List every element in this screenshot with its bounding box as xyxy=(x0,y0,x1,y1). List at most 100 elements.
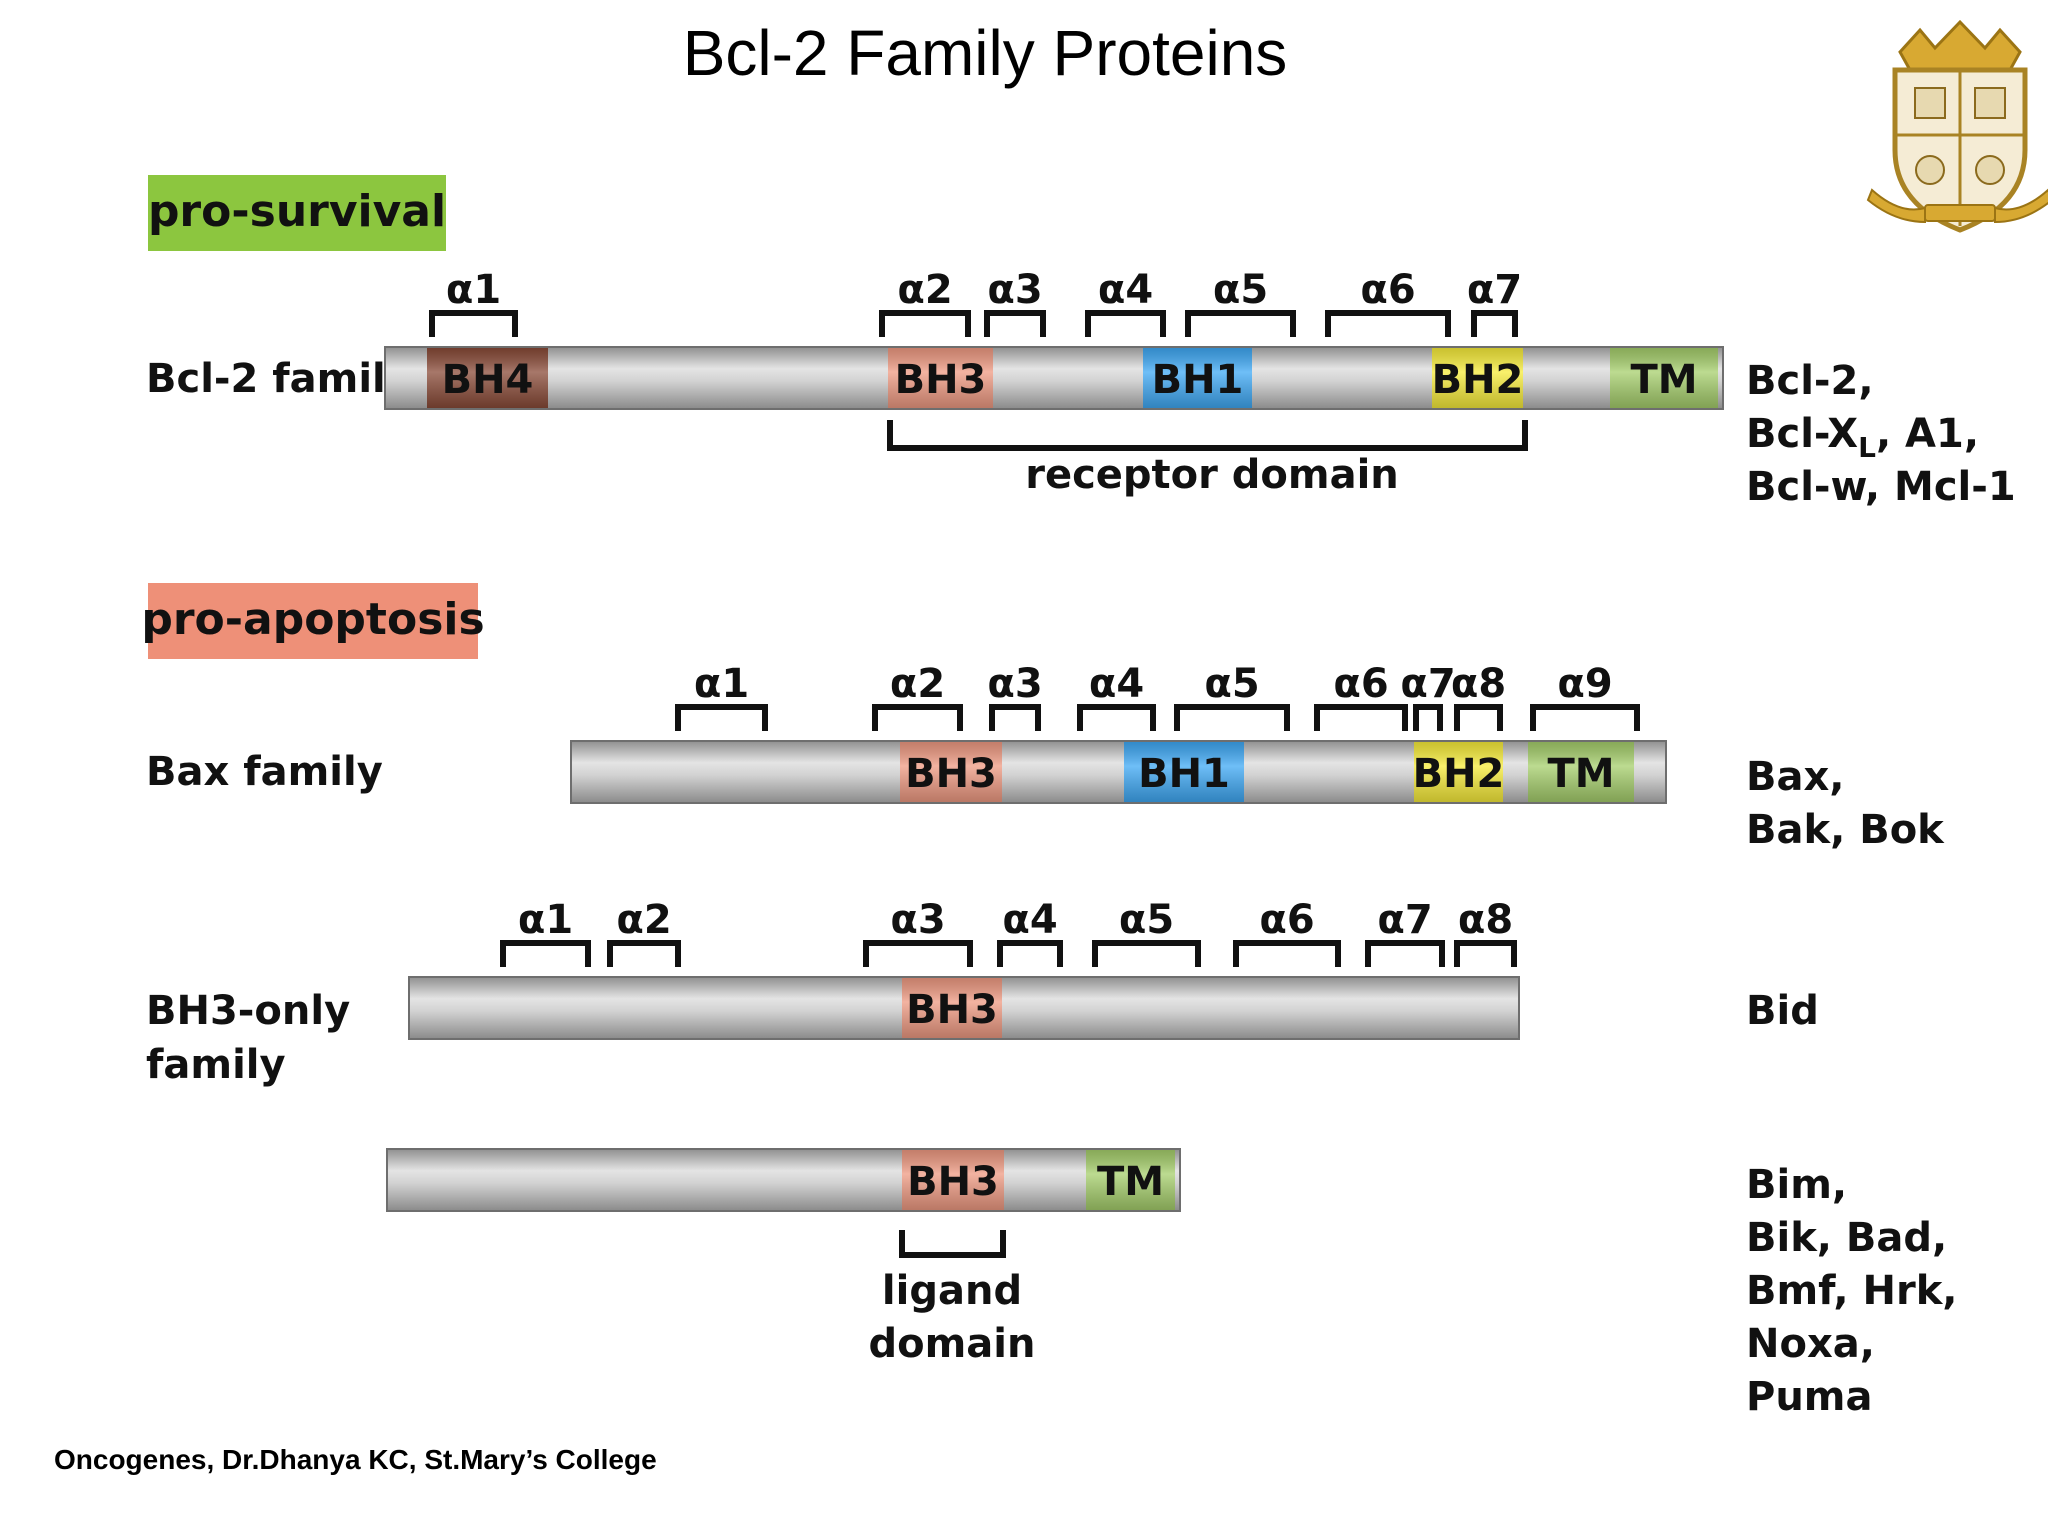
protein-bar-bh3-only-family: BH3 α1 α2 α3 α4 α5 α6 α7 α8 xyxy=(408,897,1520,1040)
domain-shading xyxy=(902,978,1002,1038)
protein-bar-body xyxy=(386,1148,1181,1212)
helix-label: α2 xyxy=(897,267,952,313)
helix-label: α7 xyxy=(1400,661,1455,707)
helix-label: α8 xyxy=(1458,897,1513,943)
domain-shading xyxy=(1143,348,1252,408)
helix-bracket xyxy=(1233,940,1341,967)
receptor-domain-bracket: receptor domain xyxy=(887,420,1528,498)
domain-shading xyxy=(1610,348,1718,408)
helix-label: α4 xyxy=(1002,897,1057,943)
domain-shading xyxy=(1086,1150,1175,1210)
helix-bracket xyxy=(1454,940,1517,967)
domain-label-tm: TM xyxy=(1630,357,1697,403)
section-tag-pro-apoptosis: pro-apoptosis xyxy=(141,583,485,659)
members-bax-line2: Bak, Bok xyxy=(1746,807,1945,853)
helix-label: α5 xyxy=(1119,897,1174,943)
helix-bracket xyxy=(989,704,1041,731)
members-bcl2-line2: Bcl-XL, A1, xyxy=(1746,411,1979,464)
helix-bracket xyxy=(984,310,1046,337)
helix-label: α6 xyxy=(1360,267,1415,313)
helix-bracket xyxy=(675,704,768,731)
domain-shading xyxy=(1432,348,1523,408)
helix-label: α5 xyxy=(1213,267,1268,313)
helix-bracket xyxy=(872,704,963,731)
domain-shading xyxy=(1414,742,1503,802)
helix-bracket xyxy=(1365,940,1445,967)
members-bid: Bid xyxy=(1746,988,1819,1034)
helix-label: α6 xyxy=(1333,661,1388,707)
ligand-domain-bracket: ligand domain xyxy=(869,1230,1036,1367)
domain-label-bh1: BH1 xyxy=(1138,751,1230,797)
helix-bracket xyxy=(1314,704,1408,731)
section-tag-label: pro-apoptosis xyxy=(141,594,484,645)
domain-label-bh1: BH1 xyxy=(1152,357,1244,403)
helix-bracket xyxy=(1174,704,1290,731)
helix-label: α8 xyxy=(1451,661,1506,707)
domain-shading xyxy=(1528,742,1634,802)
helix-label: α3 xyxy=(890,897,945,943)
helix-bracket xyxy=(997,940,1063,967)
helix-bracket xyxy=(1413,704,1443,731)
members-bax-line1: Bax, xyxy=(1746,754,1844,800)
slide-title: Bcl-2 Family Proteins xyxy=(682,17,1288,89)
domain-shading xyxy=(427,348,548,408)
members-bcl2-line3: Bcl-w, Mcl-1 xyxy=(1746,464,2016,510)
domain-label-tm: TM xyxy=(1097,1159,1164,1205)
members-bim-line1: Bim, xyxy=(1746,1162,1847,1208)
helix-bracket xyxy=(1185,310,1296,337)
helix-label: α6 xyxy=(1259,897,1314,943)
helix-label: α4 xyxy=(1098,267,1153,313)
domain-label-bh4: BH4 xyxy=(442,357,534,403)
members-bim-line3: Bmf, Hrk, xyxy=(1746,1268,1958,1314)
family-label-bh3-only-line2: family xyxy=(146,1042,286,1088)
members-bim-line5: Puma xyxy=(1746,1374,1872,1420)
helix-label: α7 xyxy=(1467,267,1522,313)
helix-bracket xyxy=(1454,704,1503,731)
helix-bracket xyxy=(607,940,681,967)
family-label-bh3-only: BH3-only xyxy=(146,988,350,1034)
domain-shading xyxy=(902,1150,1004,1210)
helix-label: α3 xyxy=(987,267,1042,313)
domain-label-bh2: BH2 xyxy=(1432,357,1524,403)
domain-label-tm: TM xyxy=(1547,751,1614,797)
ligand-domain-label-line2: domain xyxy=(869,1321,1036,1367)
ligand-domain-label-line1: ligand xyxy=(882,1268,1022,1314)
domain-label-bh3: BH3 xyxy=(895,357,987,403)
helix-label: α3 xyxy=(987,661,1042,707)
footer-credit: Oncogenes, Dr.Dhanya KC, St.Mary’s Colle… xyxy=(54,1444,657,1475)
helix-bracket xyxy=(1325,310,1451,337)
helix-label: α2 xyxy=(890,661,945,707)
helix-bracket xyxy=(879,310,971,337)
helix-bracket xyxy=(1530,704,1640,731)
helix-label: α4 xyxy=(1089,661,1144,707)
helix-label: α5 xyxy=(1204,661,1259,707)
helix-bracket xyxy=(1471,310,1518,337)
members-bcl2-line1: Bcl-2, xyxy=(1746,358,1874,404)
members-bim-line4: Noxa, xyxy=(1746,1321,1875,1367)
helix-label: α2 xyxy=(616,897,671,943)
section-tag-pro-survival: pro-survival xyxy=(148,175,446,251)
helix-bracket xyxy=(500,940,591,967)
helix-label: α7 xyxy=(1377,897,1432,943)
section-tag-label: pro-survival xyxy=(148,186,446,237)
helix-bracket xyxy=(429,310,518,337)
family-label-bcl2: Bcl-2 family xyxy=(146,356,412,402)
helix-label: α1 xyxy=(518,897,573,943)
domain-label-bh2: BH2 xyxy=(1413,751,1505,797)
domain-shading xyxy=(900,742,1002,802)
domain-label-bh3: BH3 xyxy=(905,751,997,797)
helix-label: α1 xyxy=(694,661,749,707)
family-label-bax: Bax family xyxy=(146,749,383,795)
members-bim-line2: Bik, Bad, xyxy=(1746,1215,1947,1261)
domain-label-bh3: BH3 xyxy=(906,987,998,1033)
helix-bracket xyxy=(1077,704,1156,731)
helix-bracket xyxy=(1085,310,1166,337)
college-crest-logo xyxy=(1866,19,2048,233)
helix-bracket xyxy=(1092,940,1201,967)
domain-shading xyxy=(888,348,993,408)
